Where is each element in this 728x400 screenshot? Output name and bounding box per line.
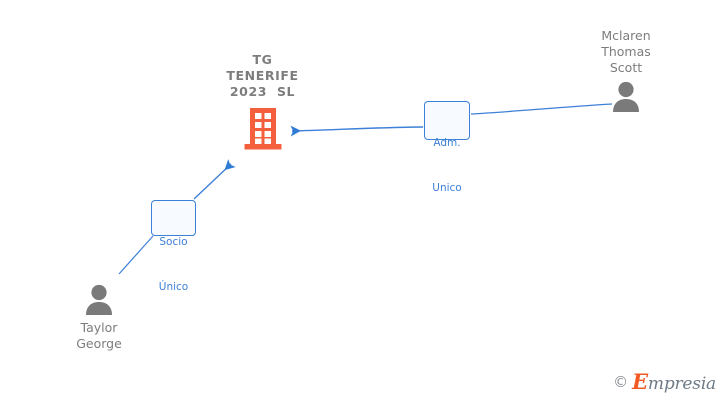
person-node-taylor[interactable]: Taylor George	[39, 283, 159, 352]
company-name-line-3: 2023 SL	[229, 84, 296, 99]
edge-adm-unico-right-segment	[470, 103, 613, 115]
person-name-line-2: George	[76, 336, 122, 351]
company-icon-wrap	[190, 106, 335, 152]
brand-initial: E	[632, 369, 648, 394]
watermark: © Empresia	[613, 369, 716, 394]
relation-label-socio-unico[interactable]: Socio Único	[151, 200, 196, 293]
building-icon[interactable]	[242, 106, 284, 152]
person-icon[interactable]	[82, 283, 116, 317]
relation-label-adm-unico[interactable]: Adm. Unico	[424, 101, 470, 194]
person-icon[interactable]	[609, 80, 643, 114]
person-icon-wrap	[39, 283, 159, 317]
edge-socio-unico-upper-segment	[193, 159, 236, 200]
company-name-line-1: TG	[252, 52, 273, 67]
relation-label-line-1: Socio	[159, 236, 188, 248]
relation-label-line-1: Adm.	[433, 137, 461, 149]
person-icon-wrap	[566, 80, 686, 114]
person-name-line-1: Taylor	[80, 320, 118, 335]
brand-name: Empresia	[632, 369, 716, 394]
person-node-mclaren[interactable]: Mclaren Thomas Scott	[566, 28, 686, 114]
relation-label-line-2: Único	[158, 281, 189, 293]
relation-label-line-2: Unico	[432, 182, 462, 194]
person-name-line-3: Scott	[609, 60, 643, 75]
person-name-line-1: Mclaren	[601, 28, 651, 43]
copyright-icon: ©	[613, 372, 629, 391]
company-name-line-2: TENERIFE	[226, 68, 299, 83]
person-name-line-2: Thomas	[601, 44, 651, 59]
company-node[interactable]: TG TENERIFE 2023 SL	[190, 52, 335, 152]
edge-adm-unico-left-segment	[290, 125, 424, 137]
edge-socio-unico-lower-segment	[118, 235, 154, 275]
brand-rest: mpresia	[647, 374, 716, 394]
